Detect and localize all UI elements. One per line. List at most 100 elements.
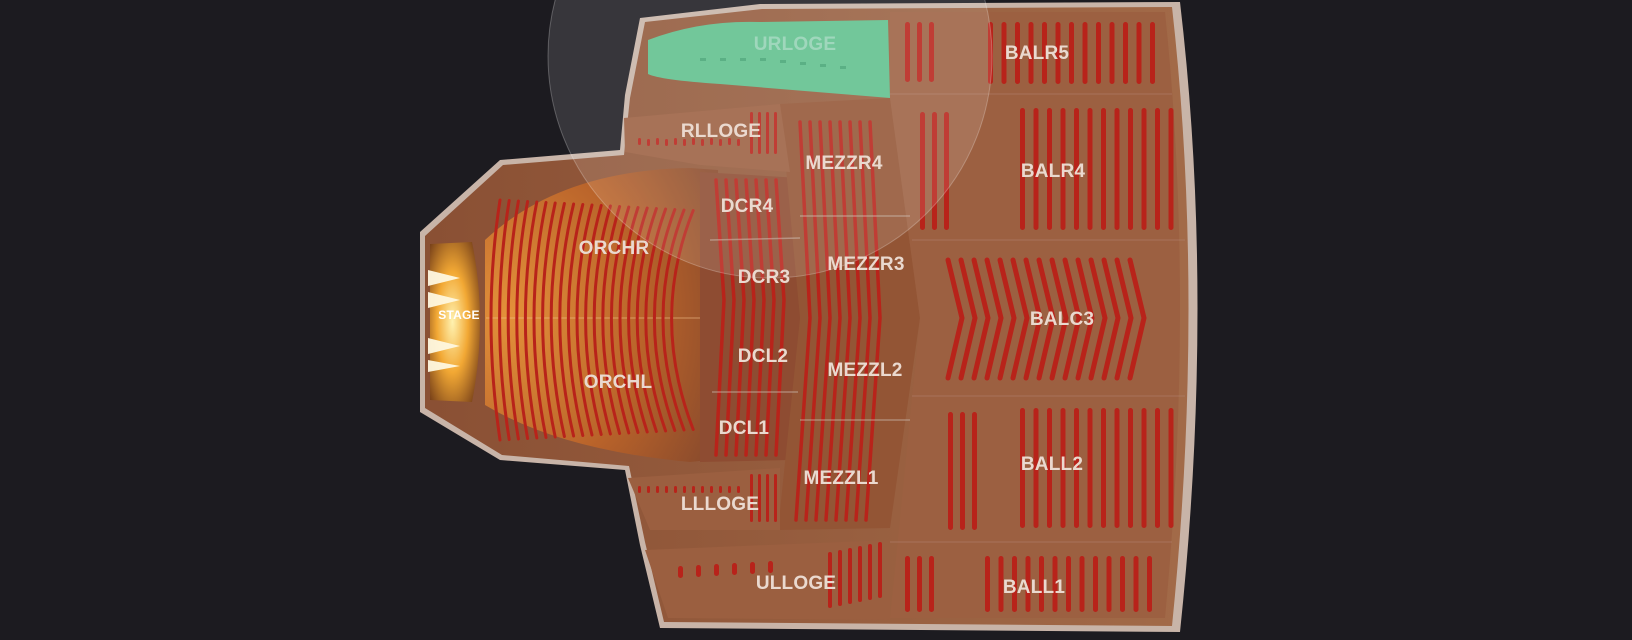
seat — [696, 565, 701, 577]
seat-row — [1012, 556, 1017, 612]
label-dcr4[interactable]: DCR4 — [721, 196, 774, 217]
seat-row — [1155, 108, 1160, 230]
zoom-lens — [547, 0, 993, 279]
seat-row — [858, 546, 862, 602]
seat-row — [1001, 22, 1007, 84]
seat-row — [960, 412, 965, 530]
seat-row — [824, 120, 842, 522]
label-ball1[interactable]: BALL1 — [1003, 577, 1065, 598]
seat-row — [828, 552, 832, 608]
seat-row — [506, 199, 520, 441]
seat-row — [558, 202, 576, 438]
seat-row — [1079, 556, 1085, 612]
seat — [656, 138, 659, 145]
seat — [701, 139, 704, 146]
seat-row — [920, 112, 925, 230]
seat — [737, 486, 740, 493]
label-orchr[interactable]: ORCHR — [579, 238, 650, 259]
seat — [678, 566, 683, 578]
label-dcl2[interactable]: DCL2 — [738, 346, 788, 367]
seat-row — [1101, 257, 1121, 381]
seat-row — [1039, 556, 1044, 612]
label-urloge[interactable]: URLOGE — [754, 34, 836, 55]
label-balr5[interactable]: BALR5 — [1005, 43, 1070, 64]
section-dividers — [709, 215, 910, 421]
seat-row — [523, 200, 539, 440]
stage: STAGE — [428, 242, 480, 402]
seat — [737, 139, 740, 146]
label-mezzl2[interactable]: MEZZL2 — [827, 360, 902, 381]
seat-row — [750, 474, 753, 522]
seat-row — [1123, 22, 1128, 84]
section-lllloge[interactable] — [628, 468, 780, 530]
seat-row — [1114, 408, 1120, 528]
seat-row — [774, 112, 777, 154]
label-balc3[interactable]: BALC3 — [1030, 309, 1094, 330]
seat-row — [1033, 408, 1039, 528]
seat-row — [592, 204, 612, 436]
seat-row — [618, 206, 640, 434]
seat-row — [804, 120, 822, 522]
label-ulloge[interactable]: ULLOGE — [756, 573, 836, 594]
seat-row — [1096, 22, 1101, 84]
seat-row — [1023, 257, 1043, 381]
seat-row — [929, 556, 934, 612]
seat-row — [766, 474, 769, 522]
seat-row — [868, 544, 872, 600]
seat-row — [566, 203, 585, 437]
label-lllloge[interactable]: LLLOGE — [681, 494, 759, 515]
seat-row — [1150, 22, 1155, 84]
seat-row — [609, 205, 631, 435]
seat-row — [1069, 22, 1074, 84]
label-mezzl1[interactable]: MEZZL1 — [803, 468, 878, 489]
seat — [674, 138, 677, 145]
seat — [647, 486, 650, 493]
seat — [719, 139, 722, 146]
label-ball2[interactable]: BALL2 — [1021, 454, 1083, 475]
label-orchl[interactable]: ORCHL — [584, 372, 653, 393]
seat-row — [1049, 257, 1069, 381]
section-ulloge[interactable] — [645, 540, 890, 620]
seat-row — [932, 112, 937, 230]
seat-row — [1114, 257, 1134, 381]
seat-row — [670, 209, 695, 431]
seat-row — [1127, 257, 1147, 381]
label-balr4[interactable]: BALR4 — [1021, 161, 1086, 182]
seat-row — [489, 198, 502, 442]
seat-row — [1114, 108, 1120, 230]
label-mezzr4[interactable]: MEZZR4 — [805, 153, 882, 174]
seat-row — [575, 203, 594, 437]
seat-row — [635, 207, 658, 433]
seat-row — [864, 120, 882, 522]
seat — [683, 139, 686, 146]
seat-row — [758, 112, 761, 154]
seat-row — [984, 257, 1004, 381]
label-dcl1[interactable]: DCL1 — [719, 418, 770, 439]
label-dcr3[interactable]: DCR3 — [738, 267, 791, 288]
seat-row — [1168, 108, 1174, 230]
seat — [728, 486, 731, 493]
seat-row — [814, 120, 832, 522]
seat — [701, 486, 704, 493]
section-urloge[interactable] — [648, 20, 890, 98]
seat-row — [1106, 556, 1112, 612]
seat-row — [1052, 556, 1058, 612]
label-rlloge[interactable]: RLLOGE — [681, 121, 761, 142]
stage-label: STAGE — [438, 308, 479, 322]
label-mezzr3[interactable]: MEZZR3 — [827, 254, 904, 275]
seat-row — [844, 120, 862, 522]
seat-row — [774, 474, 777, 522]
seat-row — [834, 120, 852, 522]
seat-row — [997, 257, 1017, 381]
seat-row — [1025, 556, 1031, 612]
section-rlloge[interactable] — [624, 104, 790, 172]
section-orchestra — [485, 168, 728, 462]
seat-row — [515, 200, 530, 440]
seat-row — [988, 22, 993, 84]
seat — [656, 486, 659, 493]
seat-row — [1060, 108, 1066, 230]
section-balcony — [890, 12, 1185, 618]
seat-row — [1074, 108, 1079, 230]
seat — [710, 486, 713, 493]
